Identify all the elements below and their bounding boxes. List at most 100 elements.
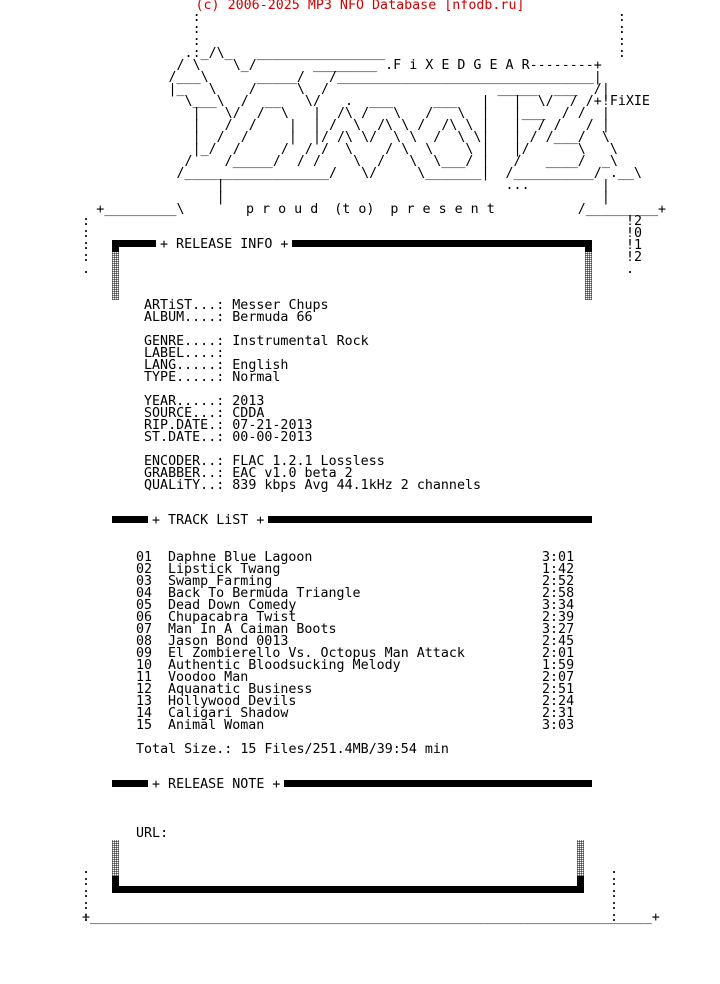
bottom-shade-left xyxy=(112,840,119,888)
track-title: Swamp Farming xyxy=(168,574,273,589)
stdate-value: 00-00-2013 xyxy=(232,430,313,445)
bottom-shade-right xyxy=(577,840,584,888)
bottom-rule: +_______________________________________… xyxy=(82,910,660,925)
ripdate-value: 07-21-2013 xyxy=(232,418,313,433)
track-number: 07 xyxy=(136,622,153,637)
track-time: 3:03 xyxy=(542,718,575,733)
release-note-heading: + RELEASE NOTE + xyxy=(148,778,285,791)
track-number: 06 xyxy=(136,610,153,625)
track-number: 08 xyxy=(136,634,153,649)
url-label: URL: xyxy=(136,826,169,841)
release-info-bar-left-post xyxy=(112,240,119,252)
track-number: 14 xyxy=(136,706,153,721)
release-info-shade-left xyxy=(112,252,119,300)
track-number: 09 xyxy=(136,646,153,661)
track-title: Daphne Blue Lagoon xyxy=(168,550,313,565)
track-title: Hollywood Devils xyxy=(168,694,297,709)
track-time: 2:31 xyxy=(542,706,575,721)
label-row: LABEL....: xyxy=(144,346,225,361)
release-info-bar-right-post xyxy=(585,240,592,252)
release-info-heading: + RELEASE INFO + xyxy=(156,238,293,251)
track-title: Man In A Caiman Boots xyxy=(168,622,337,637)
track-row: 07 Man In A Caiman Boots 3:27 xyxy=(136,622,586,637)
quality-value: 839 kbps Avg 44.1kHz 2 channels xyxy=(232,478,482,493)
genre-value: Instrumental Rock xyxy=(232,334,369,349)
track-number: 10 xyxy=(136,658,153,673)
track-row: 06 Chupacabra Twist 2:39 xyxy=(136,610,586,625)
track-title: Voodoo Man xyxy=(168,670,249,685)
track-title: Lipstick Twang xyxy=(168,562,281,577)
track-row: 15 Animal Woman 3:03 xyxy=(136,718,586,733)
bottom-left-rail: . : : : : xyxy=(82,862,91,925)
track-time: 2:45 xyxy=(542,634,575,649)
encoder-value: FLAC 1.2.1 Lossless xyxy=(232,454,385,469)
artist-row: ARTiST...: Messer Chups xyxy=(144,298,329,313)
track-title: El Zombierello Vs. Octopus Man Attack xyxy=(168,646,465,661)
type-value: Normal xyxy=(232,370,281,385)
release-info-block: ARTiST...: Messer Chups ALBUM....: Bermu… xyxy=(144,298,482,493)
track-time: 3:01 xyxy=(542,550,575,565)
track-time: 2:39 xyxy=(542,610,575,625)
track-time: 2:07 xyxy=(542,670,575,685)
track-title: Caligari Shadow xyxy=(168,706,289,721)
track-number: 03 xyxy=(136,574,153,589)
track-number: 15 xyxy=(136,718,153,733)
track-number: 05 xyxy=(136,598,153,613)
year-rail: !2 !0 !1 !2 . xyxy=(626,214,643,277)
track-list-bar xyxy=(112,516,592,523)
track-title: Jason Bond 0013 xyxy=(168,634,289,649)
track-row: 09 El Zombierello Vs. Octopus Man Attack 2… xyxy=(136,646,586,661)
track-time: 1:42 xyxy=(542,562,575,577)
quality-row: QUALiTY..: 839 kbps Avg 44.1kHz 2 channe… xyxy=(144,478,482,493)
track-row: 01 Daphne Blue Lagoon 3:01 xyxy=(136,550,586,565)
track-row: 08 Jason Bond 0013 2:45 xyxy=(136,634,586,649)
ascii-logo-art: : : : : : xyxy=(96,10,667,217)
ripdate-row: RIP.DATE.: 07-21-2013 xyxy=(144,418,313,433)
track-time: 2:01 xyxy=(542,646,575,661)
bottom-right-rail: . : : : : xyxy=(610,862,619,925)
source-row: SOURCE...: CDDA xyxy=(144,406,265,421)
track-title: Authentic Bloodsucking Melody xyxy=(168,658,401,673)
source-value: CDDA xyxy=(232,406,265,421)
stdate-row: ST.DATE..: 00-00-2013 xyxy=(144,430,313,445)
track-title: Chupacabra Twist xyxy=(168,610,297,625)
tagline: p r o u d (t o) p r e s e n t xyxy=(246,202,495,217)
track-number: 12 xyxy=(136,682,153,697)
track-row: 03 Swamp Farming 2:52 xyxy=(136,574,586,589)
genre-row: GENRE....: Instrumental Rock xyxy=(144,334,369,349)
encoder-row: ENCODER..: FLAC 1.2.1 Lossless xyxy=(144,454,385,469)
bottom-frame-left-post xyxy=(112,876,119,893)
track-title: Dead Down Comedy xyxy=(168,598,297,613)
lang-row: LANG.....: English xyxy=(144,358,289,373)
copyright-credit: (c) 2006-2025 MP3 NFO Database [nfodb.ru… xyxy=(195,0,525,13)
track-title: Back To Bermuda Triangle xyxy=(168,586,361,601)
total-size: Total Size.: 15 Files/251.4MB/39:54 min xyxy=(136,742,449,757)
track-list-heading: + TRACK LiST + xyxy=(148,514,269,527)
release-info-bar xyxy=(112,240,592,247)
left-rail: : : : : . xyxy=(82,214,91,277)
track-time: 2:24 xyxy=(542,694,575,709)
type-row: TYPE.....: Normal xyxy=(144,370,281,385)
track-number: 01 xyxy=(136,550,153,565)
release-note-bar xyxy=(112,780,592,787)
bottom-frame-bar xyxy=(112,886,584,893)
grabber-value: EAC v1.0 beta 2 xyxy=(232,466,353,481)
bottom-frame-right-post xyxy=(577,876,584,893)
album-row: ALBUM....: Bermuda 66 xyxy=(144,310,313,325)
track-time: 3:27 xyxy=(542,622,575,637)
track-title: Animal Woman xyxy=(168,718,265,733)
lang-value: English xyxy=(232,358,289,373)
track-time: 2:51 xyxy=(542,682,575,697)
track-number: 04 xyxy=(136,586,153,601)
grabber-row: GRABBER..: EAC v1.0 beta 2 xyxy=(144,466,353,481)
album-value: Bermuda 66 xyxy=(232,310,313,325)
track-time: 2:52 xyxy=(542,574,575,589)
